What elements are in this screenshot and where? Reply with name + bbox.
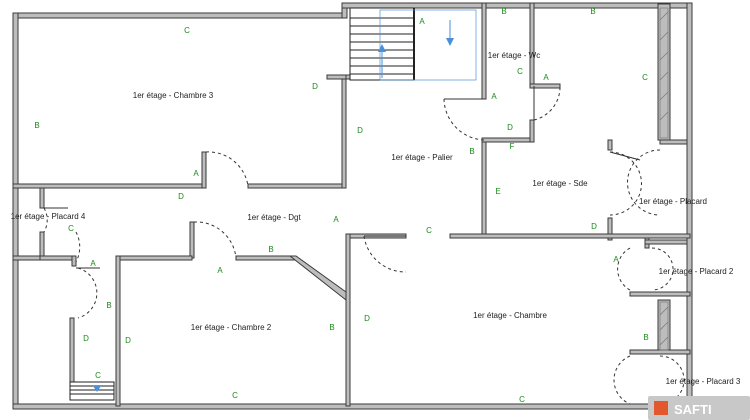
wall-tag: D — [591, 222, 597, 231]
wall-tag: F — [510, 142, 515, 151]
wall-tag: C — [426, 226, 432, 235]
wall-tag: B — [329, 323, 334, 332]
staircase — [349, 7, 477, 81]
wall-tag: C — [232, 391, 238, 400]
wall-tag: A — [193, 169, 199, 178]
room-label-chambre: 1er étage - Chambre — [473, 311, 547, 320]
wall-tag: C — [519, 395, 525, 404]
wall-tag: A — [333, 215, 339, 224]
wall-tag: A — [419, 17, 425, 26]
room-label-chambre2: 1er étage - Chambre 2 — [191, 323, 272, 332]
wall-tag: D — [364, 314, 370, 323]
wall-tag: C — [95, 371, 101, 380]
wall-tag: B — [469, 147, 474, 156]
wall-tag: B — [501, 7, 506, 16]
wall-tag: B — [643, 333, 648, 342]
wall-tag: A — [543, 73, 549, 82]
walls — [12, 2, 693, 410]
room-label-placard2: 1er étage - Placard 2 — [659, 267, 734, 276]
wall-tag: A — [90, 259, 96, 268]
wall-tag: B — [106, 301, 111, 310]
room-label-placard3: 1er étage - Placard 3 — [666, 377, 741, 386]
wall-tag: D — [125, 336, 131, 345]
logo-text: SAFTI — [674, 402, 712, 417]
room-label-placard: 1er étage - Placard — [639, 197, 707, 206]
wall-tag: A — [613, 255, 619, 264]
room-label-chambre3: 1er étage - Chambre 3 — [133, 91, 214, 100]
wall-tag: C — [184, 26, 190, 35]
room-labels: 1er étage - Chambre 3 1er étage - Palier… — [11, 51, 741, 386]
wall-tag: A — [217, 266, 223, 275]
wall-tag: D — [357, 126, 363, 135]
wall-tag: C — [517, 67, 523, 76]
wall-tag: C — [642, 73, 648, 82]
wall-tags: C B D A A B C A A D B C D B F C E D D A … — [34, 7, 648, 404]
wall-tag: D — [507, 123, 513, 132]
shelf-hatch — [659, 7, 669, 351]
room-label-dgt: 1er étage - Dgt — [247, 213, 301, 222]
room-label-palier: 1er étage - Palier — [391, 153, 453, 162]
wall-tag: D — [312, 82, 318, 91]
wall-tag: D — [178, 192, 184, 201]
wall-tag: C — [68, 224, 74, 233]
wall-tag: A — [491, 92, 497, 101]
room-label-placard4: 1er étage - Placard 4 — [11, 212, 86, 221]
wall-tag: B — [34, 121, 39, 130]
doors — [43, 85, 685, 405]
small-stair-icon — [69, 381, 115, 401]
wall-tag: B — [590, 7, 595, 16]
safti-logo: SAFTI — [648, 396, 750, 420]
wall-tag: E — [495, 187, 500, 196]
room-label-sde: 1er étage - Sde — [532, 179, 588, 188]
wall-tag: B — [268, 245, 273, 254]
wall-tag: D — [83, 334, 89, 343]
room-label-wc: 1er étage - Wc — [488, 51, 540, 60]
